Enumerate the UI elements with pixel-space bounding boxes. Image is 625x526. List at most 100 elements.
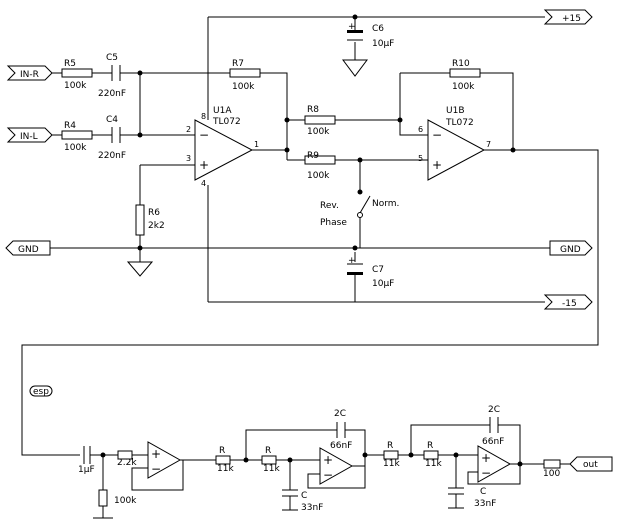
resistor-stage2-r1: R 11k [383,441,400,469]
s1-2c-value: 66nF [330,441,352,451]
r9-name: R9 [307,151,319,161]
c5-value: 220nF [98,89,126,99]
c5-name: C5 [106,53,118,63]
s2-c-name: C [480,487,486,497]
pos-supply-port: +15 [543,9,593,25]
resistor-stage1-r2: R 11k [261,446,280,474]
r7-name: R7 [232,59,244,69]
resistor-100-out: 100 [543,459,561,479]
c7-name: C7 [372,265,384,275]
phase-switch: Rev. Phase Norm. [320,160,399,248]
in-l-label: IN-L [20,132,38,142]
resistor-r8: R8 100k [304,105,336,137]
supply-rails [207,16,545,303]
r4-name: R4 [64,121,76,131]
u1b-pin7: 7 [486,140,491,149]
capacitor-stage2-c: C 33nF [448,487,496,509]
u1a-name: U1A [213,106,232,116]
capacitor-stage1-c: C 33nF [282,489,323,513]
r10-value: 100k [452,82,475,92]
gnd-right-label: GND [560,245,581,255]
s1-r1-name: R [219,446,225,456]
resistor-r10: R10 100k [449,59,481,92]
r5-name: R5 [64,59,76,69]
esp-label: esp [33,387,49,397]
neg-supply-port: -15 [543,294,593,310]
c4-name: C4 [106,115,118,125]
u1b-type: TL072 [445,118,474,128]
s2-c-value: 33nF [474,499,496,509]
capacitor-c4: C4 220nF [98,115,126,161]
esp-tag: esp [29,385,53,397]
resistor-r4: R4 100k [61,121,93,153]
out-port: out [569,456,613,472]
u1a-pin3: 3 [186,154,191,163]
s1-2c-name: 2C [334,409,346,419]
r6-name: R6 [148,208,160,218]
u1a-pin1: 1 [254,140,259,149]
u1a-pin2: 2 [186,125,191,134]
neg-supply-label: -15 [562,299,577,309]
resistor-r6: R6 2k2 [135,204,165,236]
gnd-right-port: GND [549,240,593,256]
switch-rev-label: Rev. [320,201,339,211]
gnd-left-port: GND [5,240,51,256]
u1a-plus: + [199,158,209,172]
opamp-stage1: + − [319,447,354,485]
r5-value: 100k [64,81,87,91]
r7-value: 100k [232,82,255,92]
c4-value: 220nF [98,151,126,161]
capacitor-c5: C5 220nF [98,53,126,99]
resistor-r7: R7 100k [229,59,261,92]
in-r-label: IN-R [20,70,39,80]
buffer-plus: + [151,447,161,461]
s2-r2-value: 11k [425,459,442,469]
r6-value: 2k2 [148,221,165,231]
s2-r1-value: 11k [383,459,400,469]
capacitor-c6: + C6 10µF [347,14,394,49]
r10-name: R10 [452,59,470,69]
in-cap-value: 1µF [78,465,95,475]
s1-c-name: C [301,491,307,501]
resistor-stage2-r2: R 11k [423,441,442,469]
c7-value: 10µF [372,279,394,289]
u1b-minus: − [432,128,442,142]
r4-value: 100k [64,143,87,153]
opamp-stage2: + − [477,445,512,483]
capacitor-1uf: 1µF [78,446,95,475]
resistor-stage1-r1: R 11k [215,446,234,474]
s1-c-value: 33nF [301,503,323,513]
out-label: out [583,460,598,470]
s1-minus: − [323,468,333,482]
r-2-2k-value: 2.2k [117,458,137,468]
svg-text:+: + [348,22,356,32]
ground-symbol-r6 [126,261,154,277]
opamp-buffer: + − [147,441,182,479]
switch-phase-label: Phase [320,218,347,228]
opamp-u1a: − + U1A TL072 8 2 3 4 1 [186,106,259,188]
r8-name: R8 [307,105,319,115]
c6-value: 10µF [372,39,394,49]
s2-2c-name: 2C [488,405,500,415]
u1b-pin6: 6 [418,125,423,134]
switch-norm-label: Norm. [372,199,399,209]
capacitor-c7: + C7 10µF [347,245,394,289]
resistor-2-2k: 2.2k [117,450,137,468]
r9-value: 100k [307,171,330,181]
u1a-type: TL072 [212,117,241,127]
in-l-port: IN-L [6,127,53,143]
pos-supply-label: +15 [562,14,581,24]
s2-plus: + [481,451,491,465]
s1-r2-value: 11k [263,464,280,474]
s1-r1-value: 11k [217,464,234,474]
s2-2c-value: 66nF [482,437,504,447]
s2-r2-name: R [427,441,433,451]
s2-minus: − [481,466,491,480]
s1-plus: + [323,453,333,467]
u1a-pin4: 4 [201,179,206,188]
r-100-value: 100 [543,469,560,479]
u1b-pin5: 5 [418,154,423,163]
c6-name: C6 [372,24,384,34]
resistor-r5: R5 100k [61,59,93,91]
